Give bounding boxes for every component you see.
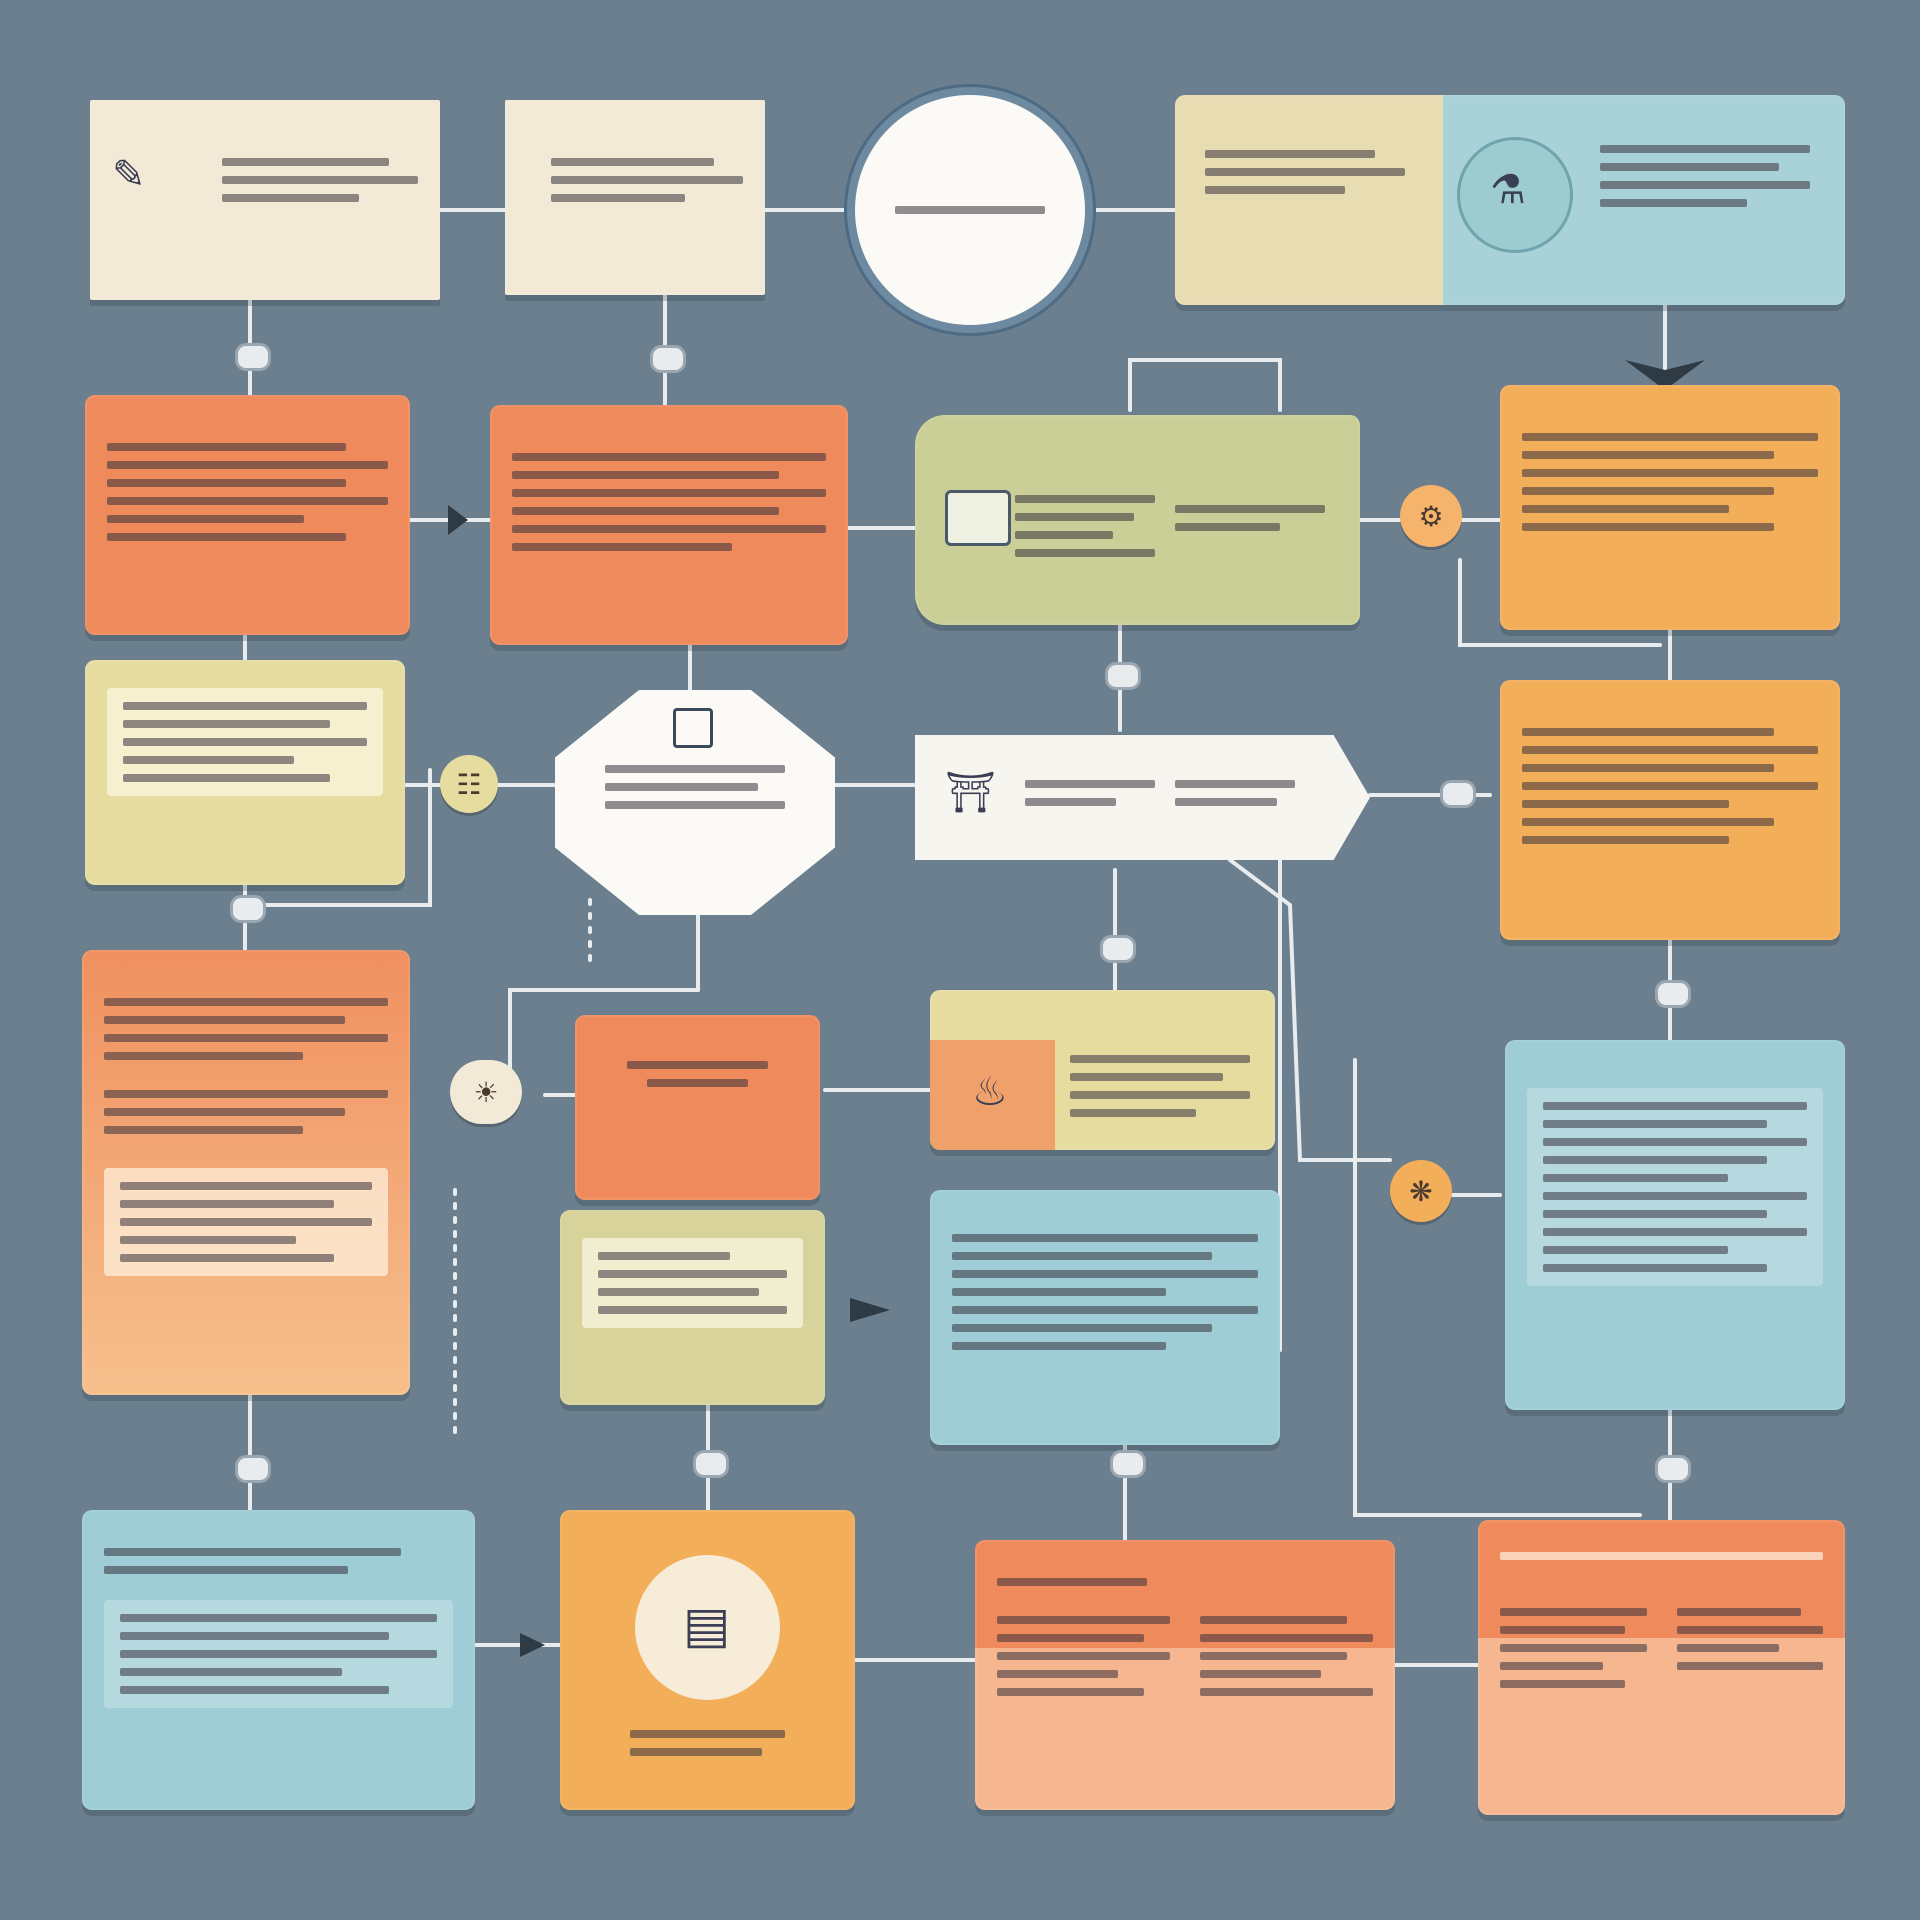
building-icon: ⛩ bbox=[945, 770, 996, 816]
right-blue-text bbox=[1527, 1088, 1823, 1286]
connector-knob bbox=[650, 345, 686, 373]
top-left-card: ✎ bbox=[90, 100, 440, 300]
tag-icon bbox=[673, 708, 713, 748]
right-amber-card-2 bbox=[1500, 680, 1840, 940]
left-peach-text-1 bbox=[104, 998, 388, 1060]
center-khaki-card: ♨ bbox=[930, 990, 1275, 1150]
connector-knob bbox=[1110, 1450, 1146, 1478]
center-hub-text bbox=[605, 765, 785, 809]
mid-olive-right-text bbox=[1175, 505, 1325, 531]
bottom-orange-card-1 bbox=[975, 1540, 1395, 1810]
monitor-badge: ▤ bbox=[635, 1555, 780, 1700]
right-blue-card bbox=[1505, 1040, 1845, 1410]
connector-arrow bbox=[520, 1633, 545, 1657]
connector-knob bbox=[1100, 935, 1136, 963]
center-arrow-right-text bbox=[1175, 780, 1295, 806]
scroll-icon bbox=[945, 490, 1011, 546]
left-peach-text-3 bbox=[104, 1168, 388, 1276]
figure-badge: ⚗ bbox=[1460, 140, 1570, 250]
mid-orange-2-text bbox=[512, 453, 826, 551]
spark-icon: ❋ bbox=[1390, 1160, 1452, 1222]
connector-knob bbox=[693, 1450, 729, 1478]
right-amber-card-1 bbox=[1500, 385, 1840, 630]
top-hub-text bbox=[895, 206, 1045, 214]
connector-arrow bbox=[850, 1298, 890, 1322]
center-arrow-card: ⛩ bbox=[915, 735, 1370, 860]
left-khaki-card bbox=[85, 660, 405, 885]
connector-knob bbox=[1655, 980, 1691, 1008]
connector-knob bbox=[1105, 662, 1141, 690]
bottom-orange-2-col-right bbox=[1676, 1608, 1823, 1688]
connector-knob bbox=[1440, 780, 1476, 808]
mid-olive-card bbox=[915, 415, 1360, 625]
connector-arrow bbox=[1625, 360, 1705, 390]
bottom-orange-1-text-1 bbox=[997, 1578, 1373, 1586]
mid-orange-1-text bbox=[107, 443, 388, 541]
lantern-icon: ♨ bbox=[972, 1069, 1008, 1115]
bottom-orange-1-col-left bbox=[997, 1616, 1170, 1696]
center-orange-text bbox=[597, 1061, 798, 1087]
connector-knob bbox=[235, 1455, 271, 1483]
lamp-icon: ☀ bbox=[450, 1060, 522, 1124]
connector bbox=[243, 768, 432, 907]
top-right-right-text bbox=[1600, 145, 1810, 207]
bottom-orange-1-col-right bbox=[1200, 1616, 1373, 1696]
center-blue-text bbox=[952, 1234, 1258, 1350]
connector-knob bbox=[235, 343, 271, 371]
bottom-orange-2-text-1 bbox=[1500, 1552, 1823, 1560]
top-left-text bbox=[222, 158, 418, 202]
bottom-blue-card bbox=[82, 1510, 475, 1810]
connector bbox=[1353, 1058, 1642, 1517]
bottom-amber-text bbox=[630, 1730, 785, 1756]
top-right-left-text bbox=[1205, 150, 1405, 194]
lantern-panel: ♨ bbox=[930, 1040, 1055, 1150]
center-orange-card bbox=[575, 1015, 820, 1200]
mid-orange-card-1 bbox=[85, 395, 410, 635]
center-arrow-left-text bbox=[1025, 780, 1155, 806]
right-amber-2-text bbox=[1522, 728, 1818, 844]
bottom-orange-2-columns bbox=[1500, 1608, 1823, 1688]
center-olive-text bbox=[582, 1238, 803, 1328]
mid-olive-left-text bbox=[1015, 495, 1155, 557]
top-hub-circle bbox=[855, 95, 1085, 325]
gear-icon: ⚙ bbox=[1400, 485, 1462, 547]
figure-icon: ⚗ bbox=[1490, 167, 1526, 213]
bottom-orange-1-columns bbox=[997, 1616, 1373, 1696]
book-icon: ☷ bbox=[440, 755, 498, 813]
connector bbox=[1128, 358, 1282, 412]
center-khaki-text bbox=[1070, 1055, 1250, 1117]
bottom-orange-2-col-left bbox=[1500, 1608, 1647, 1688]
notebook-icon: ✎ bbox=[112, 152, 146, 198]
top-center-text bbox=[551, 158, 743, 202]
bottom-amber-card: ▤ bbox=[560, 1510, 855, 1810]
monitor-icon: ▤ bbox=[683, 1596, 731, 1654]
right-amber-1-text bbox=[1522, 433, 1818, 531]
mid-orange-card-2 bbox=[490, 405, 848, 645]
connector-knob bbox=[1655, 1455, 1691, 1483]
bottom-orange-card-2 bbox=[1478, 1520, 1845, 1815]
connector bbox=[1458, 558, 1662, 647]
center-hub bbox=[555, 690, 835, 915]
left-peach-text-2 bbox=[104, 1090, 388, 1134]
bottom-blue-text-1 bbox=[104, 1548, 453, 1574]
connector-arrow bbox=[448, 505, 468, 535]
top-center-card bbox=[505, 100, 765, 295]
center-blue-card bbox=[930, 1190, 1280, 1445]
center-olive-card bbox=[560, 1210, 825, 1405]
left-khaki-text bbox=[107, 688, 383, 796]
connector bbox=[1228, 858, 1392, 1162]
top-right-banner: ⚗ bbox=[1175, 95, 1845, 305]
connector-knob bbox=[230, 895, 266, 923]
left-peach-card bbox=[82, 950, 410, 1395]
bottom-blue-text-2 bbox=[104, 1600, 453, 1708]
